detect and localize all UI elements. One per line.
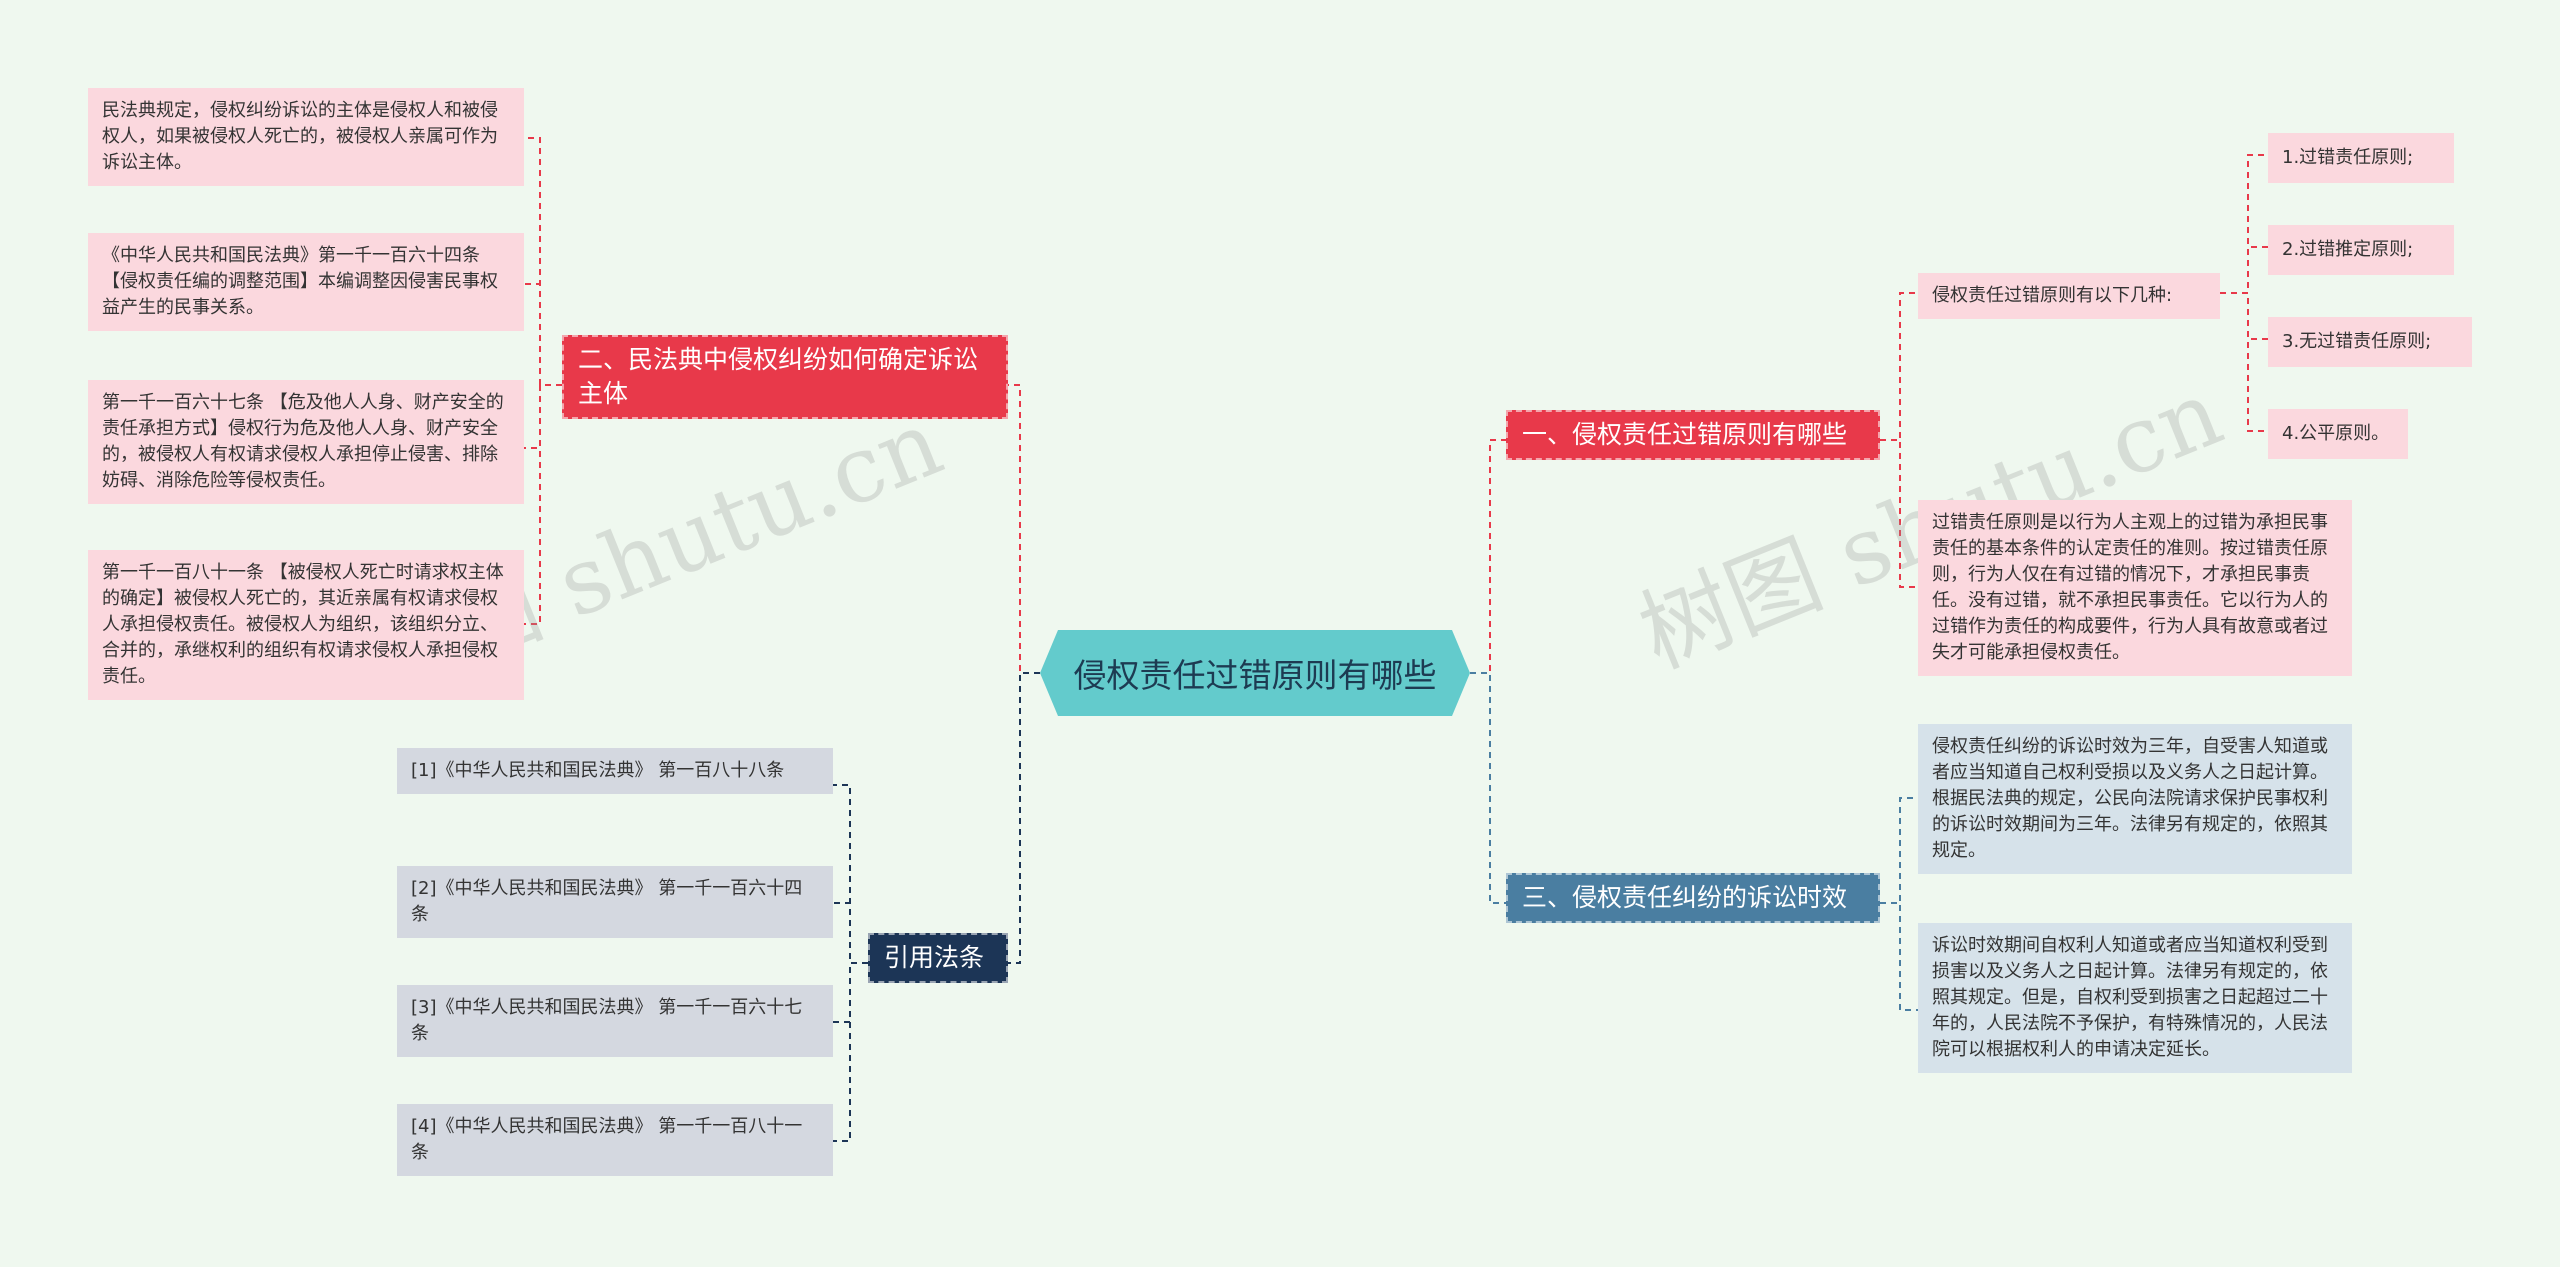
root-topic-label: 侵权责任过错原则有哪些 bbox=[1073, 656, 1437, 695]
principles-intro-note[interactable]: 侵权责任过错原则有以下几种: bbox=[1918, 273, 2220, 319]
subject-note[interactable]: 《中华人民共和国民法典》第一千一百六十四条 【侵权责任编的调整范围】本编调整因侵… bbox=[88, 233, 524, 331]
note-text: 第一千一百八十一条 【被侵权人死亡时请求权主体的确定】被侵权人死亡的，其近亲属有… bbox=[102, 562, 504, 687]
note-text: 侵权责任过错原则有以下几种: bbox=[1932, 285, 2173, 306]
fault-principle-definition[interactable]: 过错责任原则是以行为人主观上的过错为承担民事责任的基本条件的认定责任的准则。按过… bbox=[1918, 500, 2352, 676]
branch-label: 一、侵权责任过错原则有哪些 bbox=[1522, 420, 1848, 449]
branch-label: 引用法条 bbox=[884, 943, 985, 972]
note-text: [1]《中华人民共和国民法典》 第一百八十八条 bbox=[411, 760, 785, 781]
subject-note[interactable]: 第一千一百八十一条 【被侵权人死亡时请求权主体的确定】被侵权人死亡的，其近亲属有… bbox=[88, 550, 524, 700]
citation-item[interactable]: [3]《中华人民共和国民法典》 第一千一百六十七条 bbox=[397, 985, 833, 1057]
note-text: 2.过错推定原则; bbox=[2282, 239, 2414, 260]
note-text: 1.过错责任原则; bbox=[2282, 147, 2414, 168]
note-text: [3]《中华人民共和国民法典》 第一千一百六十七条 bbox=[411, 997, 803, 1044]
note-text: 侵权责任纠纷的诉讼时效为三年，自受害人知道或者应当知道自己权利受损以及义务人之日… bbox=[1932, 736, 2328, 861]
limitation-note[interactable]: 侵权责任纠纷的诉讼时效为三年，自受害人知道或者应当知道自己权利受损以及义务人之日… bbox=[1918, 724, 2352, 874]
citation-item[interactable]: [4]《中华人民共和国民法典》 第一千一百八十一条 bbox=[397, 1104, 833, 1176]
root-topic[interactable]: 侵权责任过错原则有哪些 bbox=[1040, 630, 1470, 716]
branch-fault-principles[interactable]: 一、侵权责任过错原则有哪些 bbox=[1506, 410, 1880, 460]
principle-item[interactable]: 1.过错责任原则; bbox=[2268, 133, 2454, 183]
note-text: 3.无过错责任原则; bbox=[2282, 331, 2432, 352]
note-text: 4.公平原则。 bbox=[2282, 423, 2390, 444]
branch-litigation-subject[interactable]: 二、民法典中侵权纠纷如何确定诉讼主体 bbox=[562, 335, 1008, 419]
note-text: 过错责任原则是以行为人主观上的过错为承担民事责任的基本条件的认定责任的准则。按过… bbox=[1932, 512, 2328, 663]
note-text: [2]《中华人民共和国民法典》 第一千一百六十四条 bbox=[411, 878, 803, 925]
principle-item[interactable]: 3.无过错责任原则; bbox=[2268, 317, 2472, 367]
note-text: [4]《中华人民共和国民法典》 第一千一百八十一条 bbox=[411, 1116, 803, 1163]
citation-item[interactable]: [1]《中华人民共和国民法典》 第一百八十八条 bbox=[397, 748, 833, 794]
principle-item[interactable]: 4.公平原则。 bbox=[2268, 409, 2408, 459]
note-text: 民法典规定，侵权纠纷诉讼的主体是侵权人和被侵权人，如果被侵权人死亡的，被侵权人亲… bbox=[102, 100, 498, 173]
branch-limitation-period[interactable]: 三、侵权责任纠纷的诉讼时效 bbox=[1506, 873, 1880, 923]
subject-note[interactable]: 民法典规定，侵权纠纷诉讼的主体是侵权人和被侵权人，如果被侵权人死亡的，被侵权人亲… bbox=[88, 88, 524, 186]
limitation-note[interactable]: 诉讼时效期间自权利人知道或者应当知道权利受到损害以及义务人之日起计算。法律另有规… bbox=[1918, 923, 2352, 1073]
branch-label: 三、侵权责任纠纷的诉讼时效 bbox=[1522, 883, 1848, 912]
principle-item[interactable]: 2.过错推定原则; bbox=[2268, 225, 2454, 275]
subject-note[interactable]: 第一千一百六十七条 【危及他人人身、财产安全的责任承担方式】侵权行为危及他人人身… bbox=[88, 380, 524, 504]
branch-cited-laws[interactable]: 引用法条 bbox=[868, 933, 1008, 983]
note-text: 诉讼时效期间自权利人知道或者应当知道权利受到损害以及义务人之日起计算。法律另有规… bbox=[1932, 935, 2328, 1060]
note-text: 《中华人民共和国民法典》第一千一百六十四条 【侵权责任编的调整范围】本编调整因侵… bbox=[102, 245, 498, 318]
note-text: 第一千一百六十七条 【危及他人人身、财产安全的责任承担方式】侵权行为危及他人人身… bbox=[102, 392, 504, 491]
citation-item[interactable]: [2]《中华人民共和国民法典》 第一千一百六十四条 bbox=[397, 866, 833, 938]
branch-label: 二、民法典中侵权纠纷如何确定诉讼主体 bbox=[578, 345, 979, 408]
